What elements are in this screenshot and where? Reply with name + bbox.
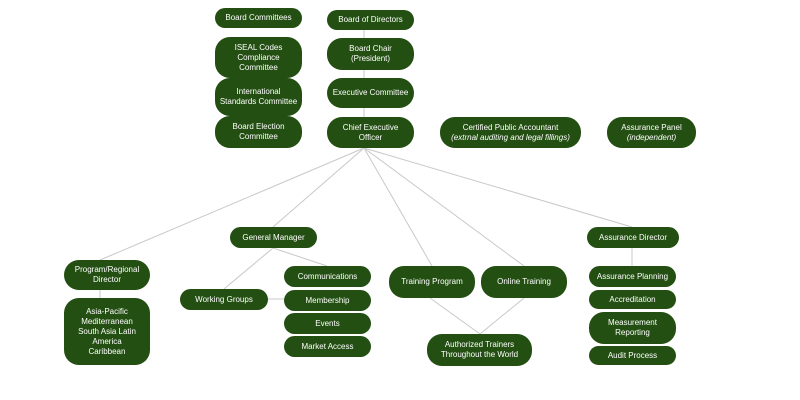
connector (99, 147, 365, 261)
connector (363, 147, 433, 267)
node-chief-executive-officer: Chief Executive Officer (327, 117, 414, 148)
node-assurance-panel: Assurance Panel (independent) (607, 117, 696, 148)
node-label: Program/Regional Director (74, 265, 140, 284)
node-label: International Standards Committee (219, 87, 298, 106)
node-label: Events (315, 318, 340, 328)
node-label: Board Chair (President) (349, 44, 392, 63)
node-certified-public-accountant: Certified Public Accountant (extrnal aud… (440, 117, 581, 148)
node-label: Board of Directors (338, 15, 403, 24)
node-audit-process: Audit Process (589, 346, 676, 365)
node-sublabel: (extrnal auditing and legal fillings) (451, 132, 570, 142)
node-general-manager: General Manager (230, 227, 317, 248)
node-regions: Asia-Pacific Mediterranean South Asia La… (64, 298, 150, 365)
node-label: Chief Executive Officer (342, 122, 399, 142)
node-sublabel: (independent) (626, 132, 677, 142)
connector (479, 297, 525, 335)
node-label: Authorized Trainers Throughout the World (440, 340, 519, 359)
node-label: Online Training (497, 277, 551, 286)
node-label: Audit Process (607, 350, 658, 360)
node-assurance-director: Assurance Director (587, 227, 679, 248)
connector (363, 147, 633, 228)
connector (272, 147, 365, 228)
node-assurance-planning: Assurance Planning (589, 266, 676, 287)
node-board-committees: Board Committees (215, 8, 302, 28)
connector (272, 247, 328, 267)
node-board-election-committee: Board Election Committee (215, 116, 302, 148)
connector (223, 247, 274, 290)
node-board-of-directors: Board of Directors (327, 10, 414, 30)
node-working-groups: Working Groups (180, 289, 268, 310)
node-label: Working Groups (195, 294, 253, 304)
node-iseal-committee: ISEAL Codes Compliance Committee (215, 37, 302, 78)
node-online-training: Online Training (481, 266, 567, 298)
node-label: Accreditation (609, 294, 656, 304)
node-label: Assurance Planning (596, 271, 669, 281)
node-accreditation: Accreditation (589, 290, 676, 309)
node-board-chair: Board Chair (President) (327, 38, 414, 70)
node-authorized-trainers: Authorized Trainers Throughout the World (427, 334, 532, 366)
node-events: Events (284, 313, 371, 334)
node-membership: Membership (284, 290, 371, 311)
node-label: Assurance Panel (621, 122, 682, 132)
node-label: Asia-Pacific Mediterranean South Asia La… (78, 306, 136, 356)
node-label: Board Committees (225, 13, 292, 22)
node-label: Training Program (401, 277, 463, 286)
node-training-program: Training Program (389, 266, 475, 298)
node-label: Executive Committee (332, 88, 409, 97)
connector (429, 297, 481, 335)
connector (363, 147, 525, 267)
node-program-regional-director: Program/Regional Director (64, 260, 150, 290)
node-label: Communications (297, 271, 358, 281)
node-communications: Communications (284, 266, 371, 287)
node-market-access: Market Access (284, 336, 371, 357)
node-label: General Manager (242, 232, 305, 242)
node-label: ISEAL Codes Compliance Committee (234, 42, 283, 72)
node-executive-committee: Executive Committee (327, 78, 414, 108)
node-label: Board Election Committee (232, 122, 285, 141)
node-measurement-reporting: Measurement Reporting (589, 312, 676, 344)
node-international-standards-committee: International Standards Committee (215, 78, 302, 116)
node-label: Measurement Reporting (608, 318, 657, 337)
node-label: Membership (305, 295, 350, 305)
node-label: Assurance Director (598, 232, 668, 242)
node-label: Certified Public Accountant (462, 122, 559, 132)
node-label: Market Access (301, 341, 354, 351)
